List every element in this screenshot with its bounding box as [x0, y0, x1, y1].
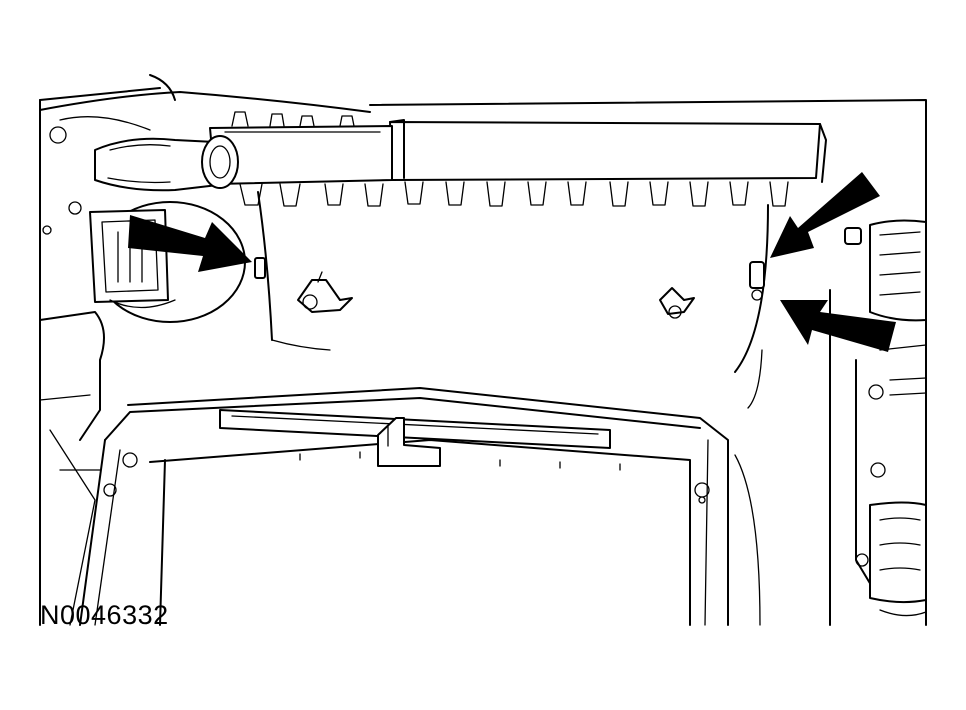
cross-car-beam [209, 111, 827, 207]
left-air-duct [94, 135, 239, 192]
panel-clip-left [297, 271, 353, 313]
illustration-frame [39, 87, 927, 626]
panel-fastener-left [254, 257, 266, 279]
right-lower-callout-arrow [780, 300, 896, 352]
right-upper-callout-arrow [770, 172, 880, 258]
dash-top-outline [39, 74, 371, 131]
lower-opening-frame [79, 387, 761, 626]
right-side-panel [829, 289, 927, 626]
dash-panel-surface [257, 191, 769, 409]
left-side-panel [39, 126, 105, 626]
panel-clip-center [659, 287, 695, 319]
right-vent-housing [844, 219, 927, 322]
figure-reference-number: N0046332 [40, 600, 169, 630]
left-callout-arrow [128, 215, 252, 272]
panel-fastener-right [749, 261, 765, 301]
